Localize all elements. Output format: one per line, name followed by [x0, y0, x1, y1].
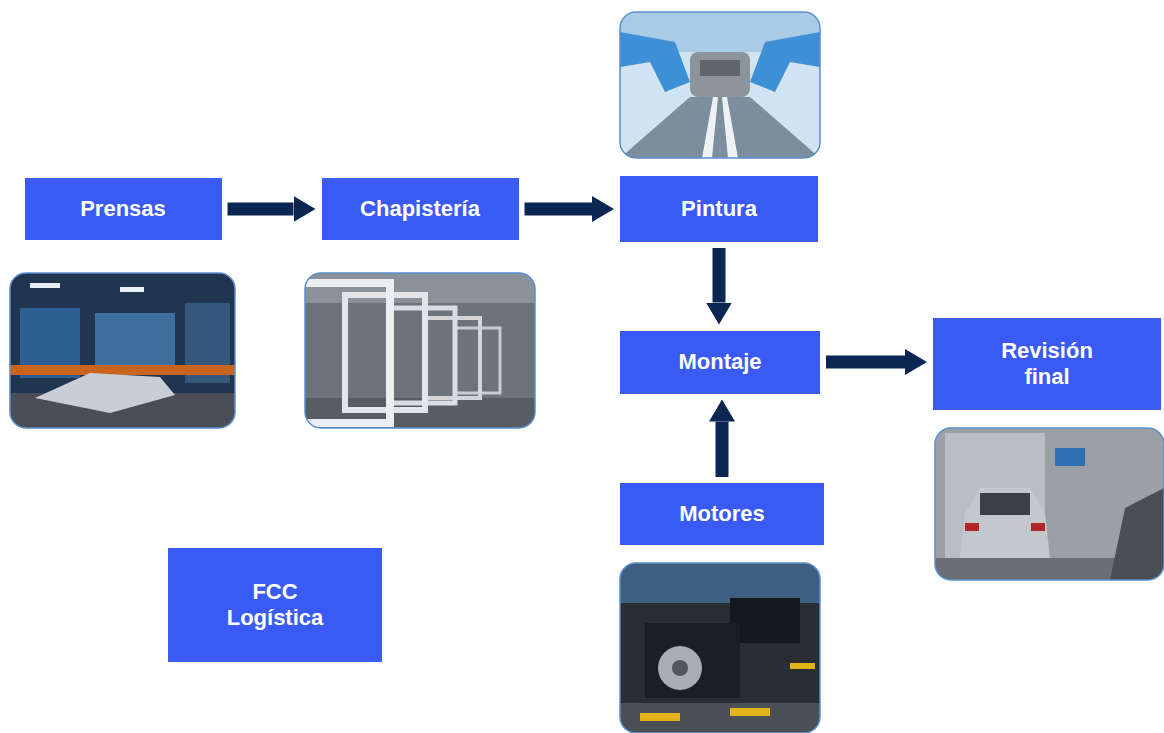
box-label: FCC Logística — [215, 579, 335, 632]
box-label: Pintura — [681, 196, 757, 222]
hall-ceiling — [305, 273, 535, 303]
info-sign — [1055, 448, 1085, 466]
process-box: Chapistería — [322, 178, 519, 240]
floor-marking — [640, 663, 815, 721]
process-box: Pintura — [620, 176, 818, 242]
flow-arrow — [228, 203, 294, 216]
photo-frame — [620, 563, 820, 733]
steel-panel — [35, 373, 175, 413]
hall-background — [620, 563, 820, 603]
box-label: Montaje — [678, 349, 761, 375]
tail-light — [1031, 523, 1045, 531]
ceiling-light — [120, 287, 144, 292]
body-side-frame — [345, 295, 425, 410]
car-body — [690, 52, 750, 97]
process-box: FCC Logística — [168, 548, 382, 662]
flow-arrow — [525, 203, 593, 216]
box-label: Revisión final — [982, 338, 1112, 391]
paint-photo — [620, 12, 820, 158]
box-label: Motores — [679, 501, 765, 527]
engine-block — [645, 623, 740, 698]
inspection-hall — [935, 428, 1164, 580]
engine-photo — [620, 563, 820, 733]
press-hall — [10, 273, 235, 428]
inspection-photo — [935, 428, 1164, 580]
press-photo — [10, 273, 235, 428]
tail-light — [965, 523, 979, 531]
process-box: Revisión final — [933, 318, 1161, 410]
body-side-frame — [455, 328, 500, 393]
second-car — [1110, 488, 1164, 580]
conveyor-rail — [10, 365, 235, 375]
engine-block — [730, 598, 800, 643]
body-side-frame — [305, 283, 390, 423]
photo-frame — [305, 273, 535, 428]
body-shop-photo — [295, 273, 535, 428]
box-label: Chapistería — [360, 196, 480, 222]
press-machine — [95, 313, 175, 368]
engine-hall — [620, 563, 820, 733]
photo-frame — [935, 428, 1164, 580]
booth-floor — [620, 97, 820, 158]
car-window — [700, 60, 740, 76]
flow-arrow — [716, 422, 729, 478]
photo-frame — [620, 12, 820, 158]
robot-arm — [620, 32, 690, 92]
process-box: Prensas — [25, 178, 222, 240]
paint-booth — [620, 12, 820, 158]
body-shop-hall — [305, 273, 535, 428]
floor-rail — [702, 97, 738, 158]
car-rear — [960, 488, 1050, 558]
process-box: Montaje — [620, 331, 820, 394]
robot-arm — [750, 32, 820, 92]
flow-arrow — [826, 356, 905, 369]
engine-pulley — [658, 646, 702, 690]
pulley-hub — [672, 660, 688, 676]
box-label: Prensas — [80, 196, 166, 222]
process-box: Motores — [620, 483, 824, 545]
rear-window — [980, 493, 1030, 515]
photo-frame — [10, 273, 235, 428]
flow-arrow — [713, 248, 726, 303]
ceiling-light — [30, 283, 60, 288]
